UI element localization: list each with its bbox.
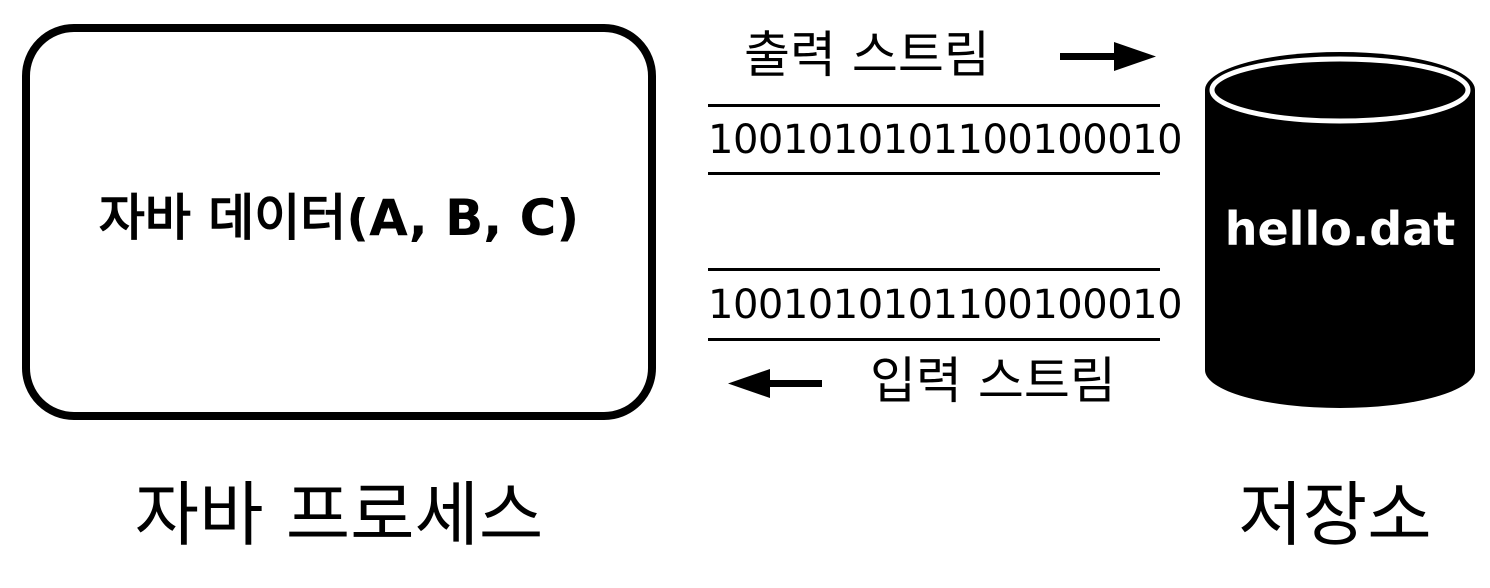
output-stream-top-rule xyxy=(708,104,1160,107)
storage-file-name: hello.dat xyxy=(1224,202,1456,256)
output-stream-label: 출력 스트림 xyxy=(744,26,990,84)
input-stream-label: 입력 스트림 xyxy=(870,352,1116,410)
storage-caption: 저장소 xyxy=(1238,474,1432,556)
left-arrow-icon xyxy=(728,369,822,398)
database-cylinder-icon xyxy=(1205,52,1475,408)
output-stream-bottom-rule xyxy=(708,172,1160,175)
right-arrow-icon xyxy=(1060,42,1156,71)
output-stream-bits: 1001010101100100010 xyxy=(708,117,1183,163)
input-stream-bits: 1001010101100100010 xyxy=(708,282,1183,328)
input-stream-top-rule xyxy=(708,268,1160,271)
java-process-box: 자바 데이터(A, B, C) xyxy=(22,24,656,420)
java-process-caption: 자바 프로세스 xyxy=(134,474,544,556)
java-data-label: 자바 데이터(A, B, C) xyxy=(98,189,580,247)
input-stream-bottom-rule xyxy=(708,338,1160,341)
